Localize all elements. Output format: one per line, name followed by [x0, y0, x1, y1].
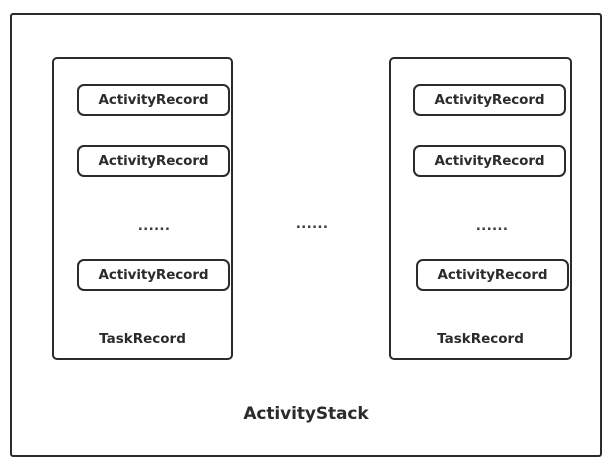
- activity-record-box: ActivityRecord: [416, 259, 569, 291]
- activity-record-box: ActivityRecord: [413, 145, 566, 177]
- activity-stack-title: ActivityStack: [243, 404, 369, 424]
- task-record-label: TaskRecord: [99, 331, 186, 347]
- activity-record-box: ActivityRecord: [77, 145, 230, 177]
- task-record-label: TaskRecord: [437, 331, 524, 347]
- activity-record-box: ActivityRecord: [77, 84, 230, 116]
- ellipsis-marker: ······: [137, 221, 171, 238]
- ellipsis-marker: ······: [475, 221, 509, 238]
- activity-record-box: ActivityRecord: [77, 259, 230, 291]
- activity-record-box: ActivityRecord: [413, 84, 566, 116]
- activity-stack-container: ActivityRecord ActivityRecord ······ Act…: [10, 13, 602, 457]
- task-record-panel-2: ActivityRecord ActivityRecord ······ Act…: [389, 57, 572, 360]
- task-record-panel-1: ActivityRecord ActivityRecord ······ Act…: [52, 57, 233, 360]
- ellipsis-marker-between-tasks: ······: [295, 219, 329, 236]
